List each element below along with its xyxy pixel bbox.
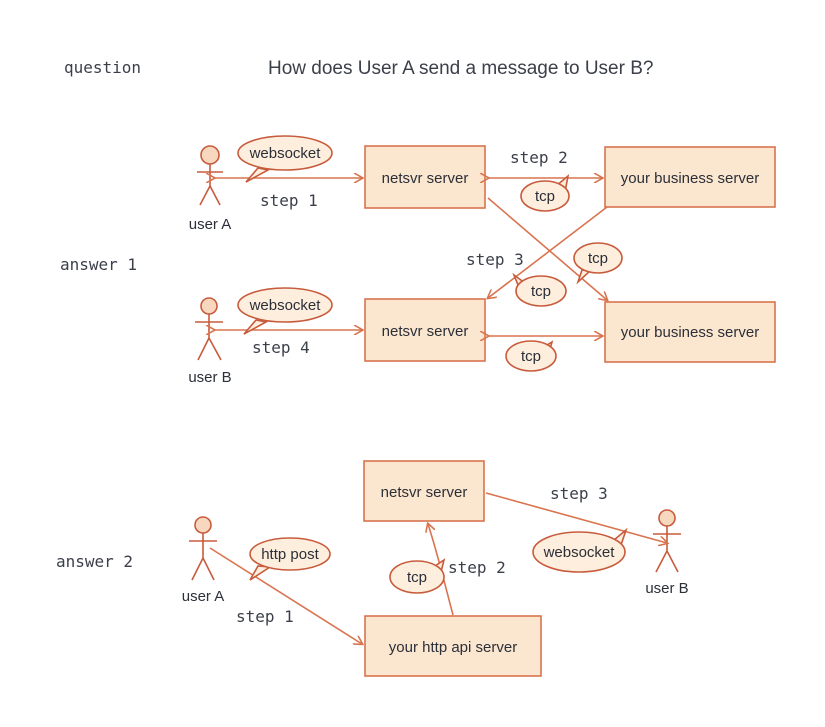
question-title: How does User A send a message to User B… (268, 58, 653, 79)
bubble-tcp-step2-text: tcp (535, 188, 555, 205)
answer1-step2: step 2 (510, 148, 568, 167)
answer1-step4: step 4 (252, 338, 310, 357)
arrow-usera-httpapi (209, 547, 362, 644)
bubble-tcp-answer2-text: tcp (407, 569, 427, 586)
bubble-tcp-bottom-text: tcp (521, 348, 541, 365)
answer1-label: answer 1 (60, 255, 137, 274)
bubble-http-post-text: http post (261, 546, 319, 563)
netsvr-server-box-top: netsvr server (364, 145, 486, 209)
arrow-cross-down (487, 197, 607, 300)
bubble-tcp-step2: tcp (520, 173, 570, 212)
http-api-server-box: your http api server (364, 615, 542, 677)
netsvr-server-top-label: netsvr server (382, 170, 469, 187)
user-a-figure-answer2 (189, 516, 217, 581)
bubble-websocket-top-text: websocket (249, 145, 322, 162)
bubble-tcp-bottom: tcp (505, 340, 557, 372)
answer2-step3: step 3 (550, 484, 608, 503)
business-server-box-top: your business server (604, 146, 776, 208)
user-a-figure-answer1 (197, 145, 223, 206)
question-label: question (64, 58, 141, 77)
bubble-websocket-bottom: websocket (237, 287, 333, 335)
answer2-step1: step 1 (236, 607, 294, 626)
user-b-figure-answer1 (195, 297, 223, 361)
bubble-websocket-bottom-text: websocket (249, 297, 322, 314)
bubble-websocket-top: websocket (237, 135, 333, 183)
bubble-websocket-answer2: websocket (532, 527, 628, 573)
user-a-label-answer2: user A (182, 588, 225, 605)
answer2-step2: step 2 (448, 558, 506, 577)
bubble-tcp-answer2: tcp (389, 558, 446, 594)
bubble-http-post: http post (249, 537, 331, 581)
answer1-step3: step 3 (466, 250, 524, 269)
bubble-tcp-cross-left: tcp (512, 272, 567, 307)
bubble-tcp-cross-left-text: tcp (531, 283, 551, 300)
netsvr-server-answer2-label: netsvr server (381, 484, 468, 501)
bubble-tcp-cross-right: tcp (573, 242, 623, 285)
bubble-websocket-answer2-text: websocket (543, 544, 616, 561)
netsvr-server-bottom-label: netsvr server (382, 323, 469, 340)
http-api-server-label: your http api server (389, 639, 517, 656)
user-a-label-answer1: user A (189, 216, 232, 233)
business-server-bottom-label: your business server (621, 324, 759, 341)
answer2-label: answer 2 (56, 552, 133, 571)
netsvr-server-box-bottom: netsvr server (364, 298, 486, 362)
user-b-label-answer1: user B (188, 369, 231, 386)
business-server-top-label: your business server (621, 170, 759, 187)
arrow-netsvr-userb (485, 492, 667, 543)
business-server-box-bottom: your business server (604, 301, 776, 363)
arrow-cross-up (488, 206, 608, 298)
bubble-tcp-cross-right-text: tcp (588, 250, 608, 267)
answer1-step1: step 1 (260, 191, 318, 210)
netsvr-server-box-answer2: netsvr server (363, 460, 485, 522)
user-b-label-answer2: user B (645, 580, 688, 597)
